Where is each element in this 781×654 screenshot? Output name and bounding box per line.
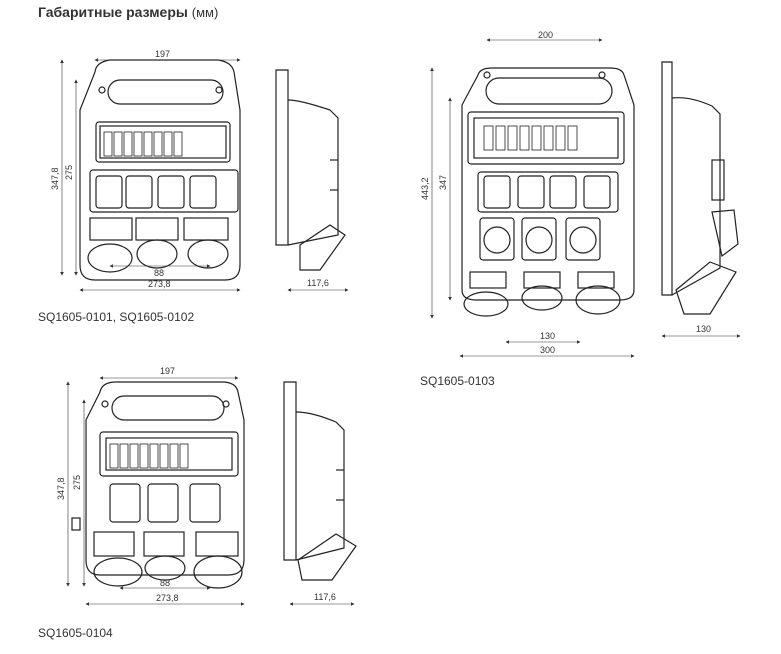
dim-width-top-2: 200 — [538, 30, 553, 40]
side-view-1 — [275, 69, 346, 271]
caption-product-2: SQ1605-0103 — [420, 374, 495, 388]
dim-height-inner-1: 275 — [64, 165, 74, 180]
dim-spacing-2: 130 — [540, 331, 555, 341]
title-main: Габаритные размеры — [38, 4, 188, 20]
dim-width-bottom-3: 273,8 — [156, 593, 179, 603]
front-view-1 — [79, 59, 241, 281]
dims-front-2 — [430, 38, 635, 358]
dim-width-top-1: 197 — [155, 49, 170, 59]
dim-height-inner-2: 347 — [438, 175, 448, 190]
side-view-3 — [283, 381, 357, 581]
dims-front-3 — [66, 376, 245, 606]
dim-height-inner-3: 275 — [72, 475, 82, 490]
front-view-2 — [461, 67, 635, 317]
dim-depth-2: 130 — [696, 324, 711, 334]
dim-depth-1: 117,6 — [307, 278, 329, 288]
dim-spacing-3: 88 — [160, 578, 170, 588]
title-unit: (мм) — [191, 5, 219, 20]
caption-product-3: SQ1605-0104 — [38, 626, 113, 640]
dim-depth-3: 117,6 — [314, 592, 336, 602]
dim-height-outer-2: 443,2 — [420, 177, 430, 200]
front-view-3 — [71, 381, 245, 589]
caption-product-1: SQ1605-0101, SQ1605-0102 — [38, 310, 195, 324]
dim-width-bottom-2: 300 — [540, 345, 555, 355]
dim-height-outer-1: 347,8 — [50, 167, 60, 190]
dim-spacing-1: 88 — [154, 268, 164, 278]
dim-width-top-3: 197 — [160, 366, 175, 376]
side-view-2 — [661, 61, 739, 315]
dims-front-1 — [60, 58, 241, 292]
page-title: Габаритные размеры (мм) — [38, 4, 218, 20]
dim-width-bottom-1: 273,8 — [148, 279, 171, 289]
dim-height-outer-3: 347,8 — [56, 477, 66, 500]
